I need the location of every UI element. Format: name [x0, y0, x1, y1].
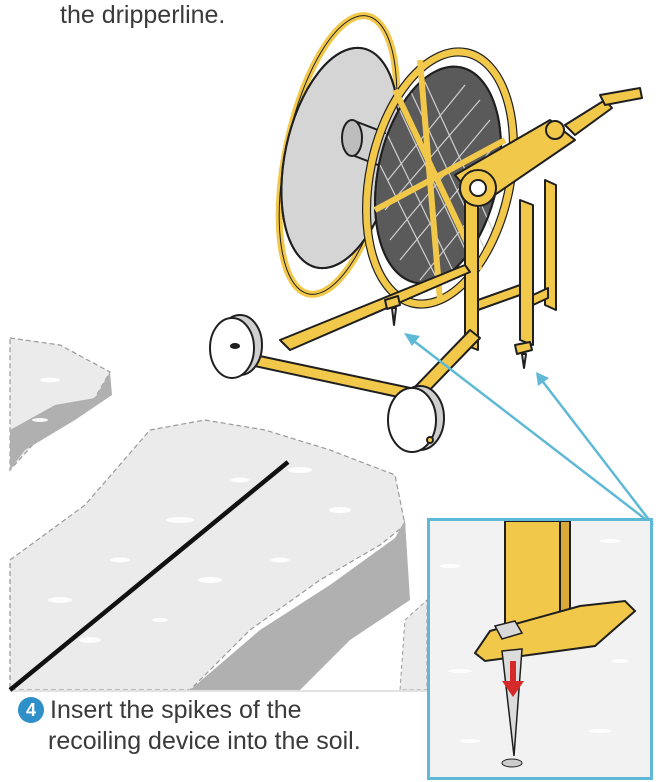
soil-strip-main — [9, 419, 406, 691]
front-hoop — [362, 47, 518, 309]
frame-spikes — [384, 295, 533, 369]
soil-strip-right — [399, 598, 428, 691]
wheel-right — [387, 385, 445, 453]
intro-text: the dripperline. — [60, 1, 226, 29]
hose-reel — [209, 12, 643, 453]
soil-trench-main — [190, 520, 410, 690]
step-line-1: Insert the spikes of the — [50, 696, 302, 724]
callout-arrowhead-left — [404, 333, 420, 346]
bolt-head — [493, 620, 524, 640]
callout-arrowhead-right — [536, 372, 549, 386]
callout-lines — [409, 337, 654, 526]
step-line-2: recoiling device into the soil. — [48, 727, 361, 755]
soil-ground-bottom — [10, 690, 427, 692]
spike-detail-inset — [427, 518, 653, 780]
crank-handle — [564, 99, 613, 136]
spike — [501, 648, 523, 757]
spike-closeup-illustration — [440, 520, 637, 768]
foot-plate — [473, 599, 637, 663]
dripperline — [8, 460, 290, 692]
wheel-left — [209, 314, 263, 379]
soil-trench-left — [10, 372, 112, 470]
soil-area — [9, 337, 428, 692]
red-down-arrow-icon — [502, 661, 524, 697]
spike-hole — [501, 758, 523, 768]
soil-texture — [32, 377, 351, 643]
step-number-badge: 4 — [18, 697, 44, 723]
